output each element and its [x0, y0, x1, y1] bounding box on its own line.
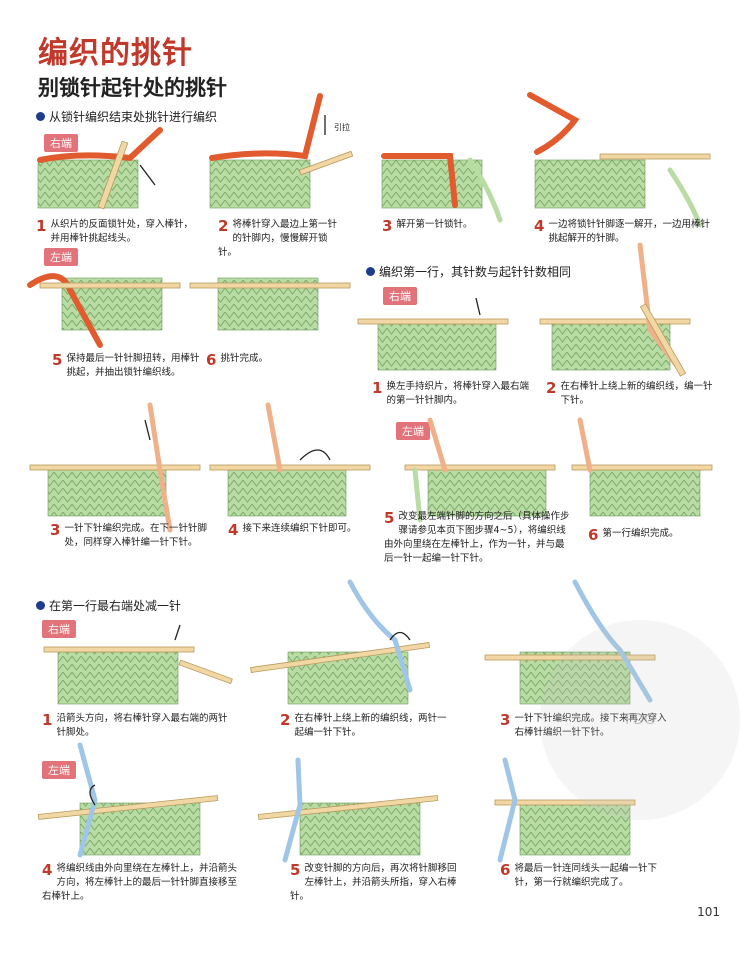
bullet-icon [36, 601, 45, 610]
illustration-a5 [27, 273, 181, 348]
step-b3: 3 一针下针编织完成。在下一针针脚处，同样穿入棒针编一针下针。 [50, 522, 220, 550]
step-text: 一针下针编织完成。接下来再次穿入右棒针编织一针下针。 [514, 713, 667, 738]
illustration-c3 [484, 579, 656, 705]
step-a1: 1 从织片的反面锁针处，穿入棒针，并用棒针挑起线头。 [36, 218, 196, 246]
illustration-c1 [43, 624, 233, 705]
watermark: PDG [540, 620, 740, 820]
step-a5: 5 保持最后一针针脚扭转，用棒针挑起，并抽出锁针编织线。 [52, 352, 202, 380]
step-text: 从织片的反面锁针处，穿入棒针，并用棒针挑起线头。 [50, 219, 193, 244]
step-b1: 1 换左手持织片，将棒针穿入最右端的第一针针脚内。 [372, 380, 537, 408]
section-heading-2: 编织第一行，其针数与起针针数相同 [366, 263, 571, 280]
illustration-c5 [257, 757, 439, 863]
illustration-c6 [494, 757, 636, 863]
illustration-a6 [189, 277, 351, 331]
step-a3: 3 解开第一针锁针。 [382, 218, 502, 234]
tag-left-end: 左端 [44, 248, 78, 266]
section-heading-2-text: 编织第一行，其针数与起针针数相同 [379, 265, 572, 279]
section-heading-1: 从锁针编织结束处挑针进行编织 [36, 108, 217, 125]
illustration-a2 [209, 93, 354, 209]
step-text: 在右棒针上绕上新的编织线，两针一起编一针下针。 [294, 713, 447, 738]
step-text: 在右棒针上绕上新的编织线，编一针下针。 [560, 381, 713, 406]
step-text: 改变针脚的方向后，再次将针脚移回左棒针上，并沿箭头所指，穿入右棒针。 [290, 863, 457, 902]
step-text: 一针下针编织完成。在下一针针脚处，同样穿入棒针编一针下针。 [64, 523, 207, 548]
step-number: 3 [500, 711, 511, 729]
step-text: 挑针完成。 [220, 353, 268, 364]
step-a4: 4 一边将锁针针脚逐一解开，一边用棒针挑起解开的针脚。 [534, 218, 714, 246]
step-text: 沿箭头方向，将右棒针穿入最右端的两针针脚处。 [56, 713, 228, 738]
page-number: 101 [697, 905, 720, 919]
step-a6: 6 挑针完成。 [206, 352, 326, 368]
step-b4: 4 接下来连续编织下针即可。 [228, 522, 378, 538]
step-text: 将最后一针连同线头一起编一针下针，第一行就编织完成了。 [514, 863, 657, 888]
bullet-icon [36, 112, 45, 121]
step-c3: 3 一针下针编织完成。接下来再次穿入右棒针编织一针下针。 [500, 712, 670, 740]
step-number: 6 [500, 861, 511, 879]
step-c1: 1 沿箭头方向，将右棒针穿入最右端的两针针脚处。 [42, 712, 232, 740]
tag-left-end: 左端 [42, 761, 76, 779]
illustration-a4 [527, 92, 711, 228]
step-number: 2 [218, 217, 229, 235]
step-text: 改变最左端针脚的方向之后（具体操作步骤请参见本页下图步骤4~5），将编织线由外向… [384, 511, 570, 564]
section-heading-3: 在第一行最右端处减一针 [36, 597, 181, 614]
step-number: 1 [36, 217, 47, 235]
page-title: 编织的挑针 [38, 36, 193, 71]
illustration-b5 [404, 417, 556, 523]
step-text: 解开第一针锁针。 [396, 219, 473, 230]
step-number: 5 [384, 509, 395, 527]
step-number: 6 [588, 526, 599, 544]
tag-right-end: 右端 [383, 287, 417, 305]
step-c2: 2 在右棒针上绕上新的编织线，两针一起编一针下针。 [280, 712, 450, 740]
step-number: 4 [42, 861, 53, 879]
step-text: 将棒针穿入最边上第一针的针脚内，慢慢解开锁针。 [218, 219, 337, 258]
bullet-icon [366, 267, 375, 276]
illustration-c2 [250, 579, 430, 705]
illustration-c4 [37, 742, 219, 858]
illustration-a3 [381, 153, 503, 223]
step-text: 保持最后一针针脚扭转，用棒针挑起，并抽出锁针编织线。 [66, 353, 200, 378]
step-text: 接下来连续编织下针即可。 [242, 523, 357, 534]
section-heading-3-text: 在第一行最右端处减一针 [49, 599, 182, 613]
step-number: 4 [534, 217, 545, 235]
step-number: 2 [546, 379, 557, 397]
illustration-b1 [357, 297, 509, 371]
illustration-b2 [539, 242, 691, 377]
page-subtitle: 别锁针起针处的挑针 [38, 76, 227, 100]
step-number: 6 [206, 351, 217, 369]
step-number: 2 [280, 711, 291, 729]
illustration-b3 [29, 402, 201, 533]
illustration-b6 [571, 417, 713, 517]
step-number: 1 [42, 711, 53, 729]
pull-annotation: 引拉 [334, 123, 350, 132]
step-text: 一边将锁针针脚逐一解开，一边用棒针挑起解开的针脚。 [548, 219, 710, 244]
illustration-b4 [209, 402, 371, 517]
step-b6: 6 第一行编织完成。 [588, 527, 708, 543]
step-c5: 5 改变针脚的方向后，再次将针脚移回左棒针上，并沿箭头所指，穿入右棒针。 [290, 862, 460, 904]
step-c4: 4 将编织线由外向里绕在左棒针上，并沿箭头方向，将左棒针上的最后一针针脚直接移至… [42, 862, 242, 904]
step-a2: 2 将棒针穿入最边上第一针的针脚内，慢慢解开锁针。 [218, 218, 338, 260]
step-text: 将编织线由外向里绕在左棒针上，并沿箭头方向，将左棒针上的最后一针针脚直接移至右棒… [42, 863, 237, 902]
tag-right-end: 右端 [44, 134, 78, 152]
illustration-a1 [37, 127, 163, 210]
section-heading-1-text: 从锁针编织结束处挑针进行编织 [49, 110, 218, 124]
step-b2: 2 在右棒针上绕上新的编织线，编一针下针。 [546, 380, 716, 408]
step-number: 4 [228, 521, 239, 539]
step-c6: 6 将最后一针连同线头一起编一针下针，第一行就编织完成了。 [500, 862, 670, 890]
step-number: 3 [50, 521, 61, 539]
step-text: 换左手持织片，将棒针穿入最右端的第一针针脚内。 [386, 381, 529, 406]
tag-right-end: 右端 [42, 620, 76, 638]
step-number: 5 [290, 861, 301, 879]
step-number: 5 [52, 351, 63, 369]
step-number: 1 [372, 379, 383, 397]
step-b5: 5 改变最左端针脚的方向之后（具体操作步骤请参见本页下图步骤4~5），将编织线由… [384, 510, 572, 566]
tag-left-end: 左端 [396, 422, 430, 440]
step-text: 第一行编织完成。 [602, 528, 679, 539]
step-number: 3 [382, 217, 393, 235]
